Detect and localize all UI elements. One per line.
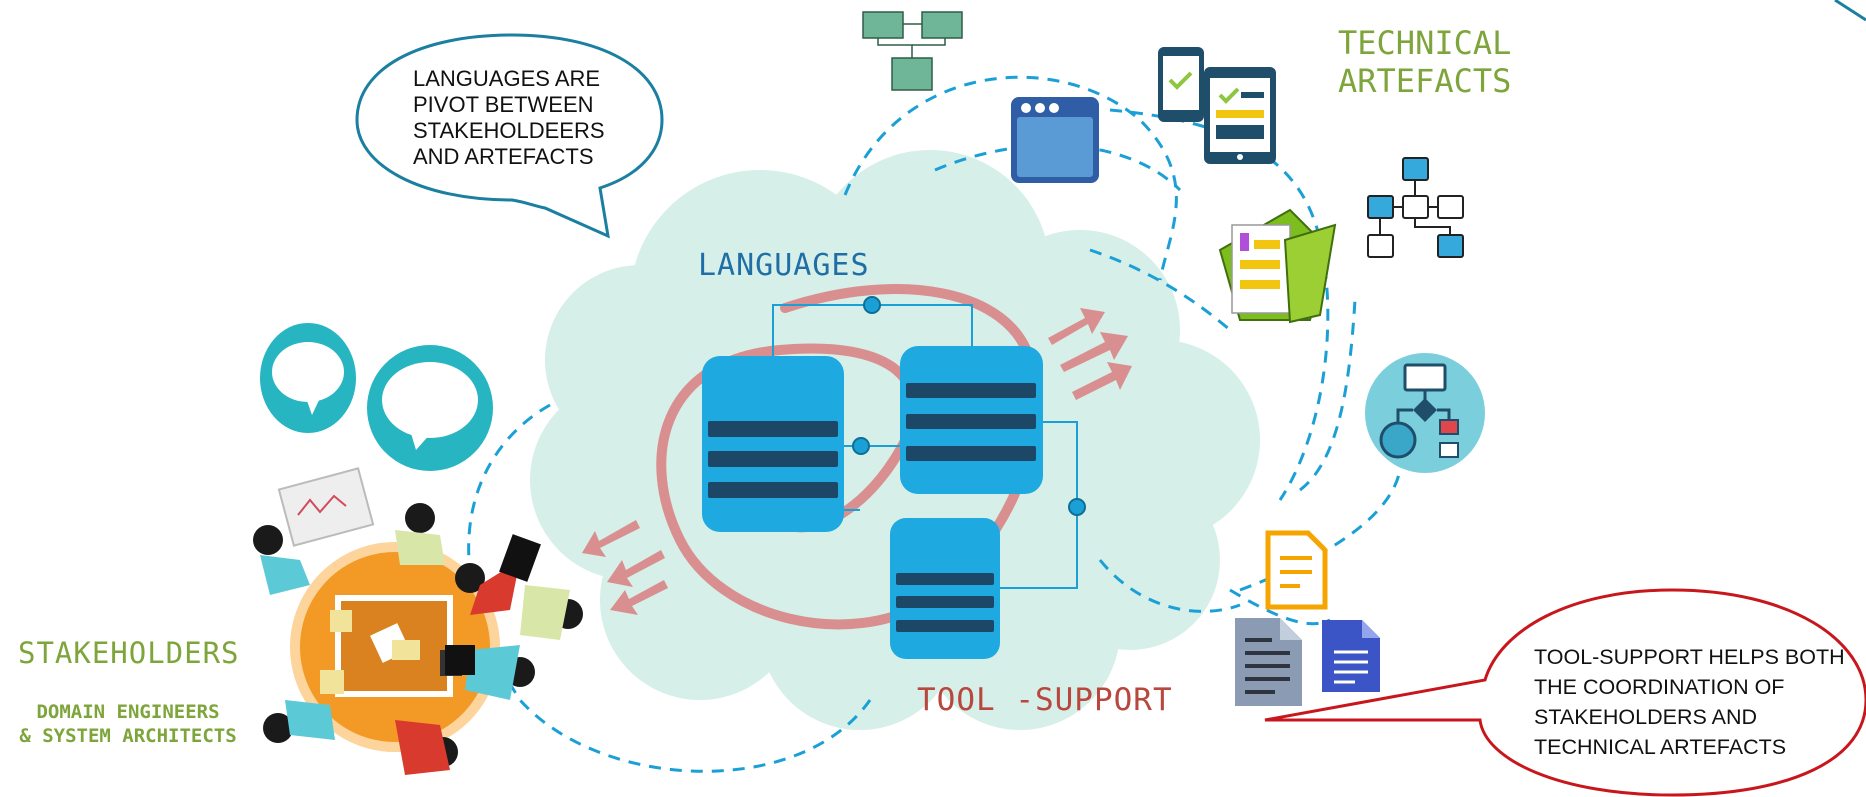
stakeholders-label: STAKEHOLDERS <box>18 636 240 670</box>
tool-support-label: TOOL -SUPPORT <box>917 682 1173 718</box>
chat-bubble-icon <box>367 345 493 471</box>
arrows-to-artefacts <box>1048 308 1132 400</box>
technical-artefacts-label: TECHNICAL ARTEFACTS <box>1338 24 1512 100</box>
stakeholder-roles-label: DOMAIN ENGINEERS & SYSTEM ARCHITECTS <box>8 700 248 748</box>
connector-node <box>1068 498 1086 516</box>
connector-node <box>863 296 881 314</box>
chat-bubble-icon <box>260 323 356 433</box>
stakeholders-meeting-illustration <box>253 467 583 775</box>
language-block <box>702 356 844 532</box>
callout-bubble <box>355 33 664 239</box>
tool-callout-text: TOOL-SUPPORT HELPS BOTH THE COORDINATION… <box>1534 645 1845 759</box>
folder-document-icon <box>1218 208 1337 324</box>
orange-document-icon <box>1265 530 1328 610</box>
browser-window-icon <box>1011 97 1099 183</box>
roles-line-1: DOMAIN ENGINEERS <box>36 701 220 723</box>
language-block <box>890 518 1000 659</box>
blue-document-icon <box>1322 620 1380 692</box>
connector-node <box>852 437 870 455</box>
callout-bubble <box>1264 588 1866 797</box>
language-block <box>900 346 1043 494</box>
arrows-to-stakeholders <box>582 520 668 615</box>
mobile-devices-icon <box>1158 47 1276 164</box>
workflow-icon <box>1365 353 1485 473</box>
grey-document-icon <box>1235 618 1302 706</box>
class-diagram-icon <box>862 11 963 91</box>
languages-label: LANGUAGES <box>698 248 870 283</box>
roles-line-2: & SYSTEM ARCHITECTS <box>19 725 237 747</box>
tree-diagram-icon <box>1367 157 1464 258</box>
languages-cloud <box>530 150 1260 730</box>
corner-accent-line <box>1834 0 1866 22</box>
pivot-callout-text: LANGUAGES ARE PIVOT BETWEEN STAKEHOLDEER… <box>413 66 605 169</box>
